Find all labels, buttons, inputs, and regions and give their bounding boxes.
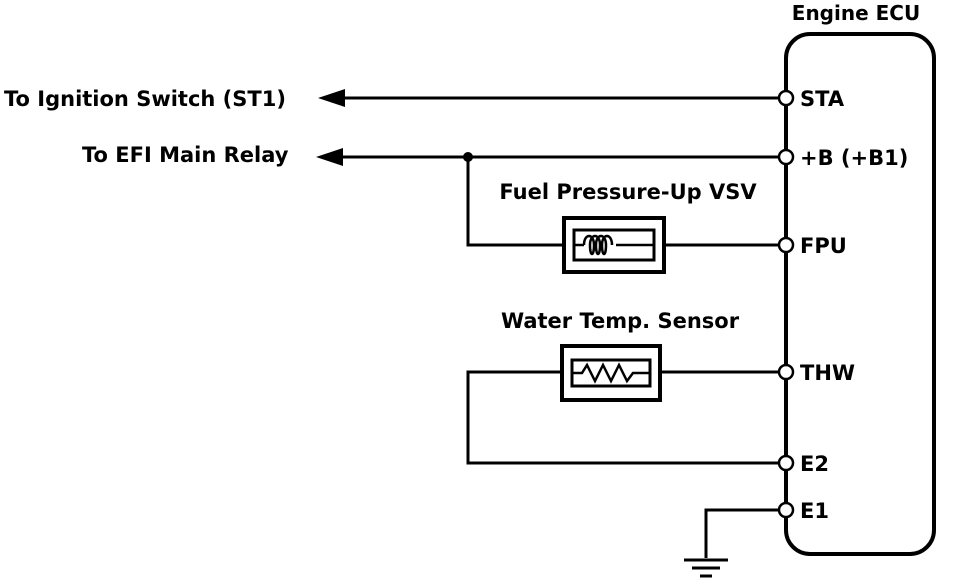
label-to-ignition: To Ignition Switch (ST1) xyxy=(4,87,286,111)
pin-label-thw: THW xyxy=(800,361,855,385)
pin-e1 xyxy=(777,501,795,519)
coil-icon xyxy=(574,234,654,256)
pin-label-fpu: FPU xyxy=(800,234,847,258)
ecu-box xyxy=(784,32,936,556)
pin-sta xyxy=(777,89,795,107)
resistor-icon xyxy=(572,362,650,384)
pin-label-e1: E1 xyxy=(800,499,829,523)
wire-vsv-left xyxy=(466,157,564,247)
pin-label-b: +B (+B1) xyxy=(800,146,908,170)
arrow-efi-relay-icon xyxy=(316,148,343,166)
pin-label-sta: STA xyxy=(800,87,845,111)
ecu-title: Engine ECU xyxy=(792,1,920,25)
label-sensor: Water Temp. Sensor xyxy=(501,309,740,333)
pin-thw xyxy=(777,363,795,381)
label-vsv: Fuel Pressure-Up VSV xyxy=(499,180,757,204)
pin-e2 xyxy=(777,454,795,472)
label-to-efi-relay: To EFI Main Relay xyxy=(82,143,289,167)
pin-fpu xyxy=(777,236,795,254)
arrow-ignition-icon xyxy=(318,89,345,107)
wire-e1-ground xyxy=(704,508,780,558)
wire-sensor-loop xyxy=(466,370,780,465)
pin-b xyxy=(777,148,795,166)
pin-label-e2: E2 xyxy=(800,452,829,476)
ground-icon xyxy=(684,558,728,578)
